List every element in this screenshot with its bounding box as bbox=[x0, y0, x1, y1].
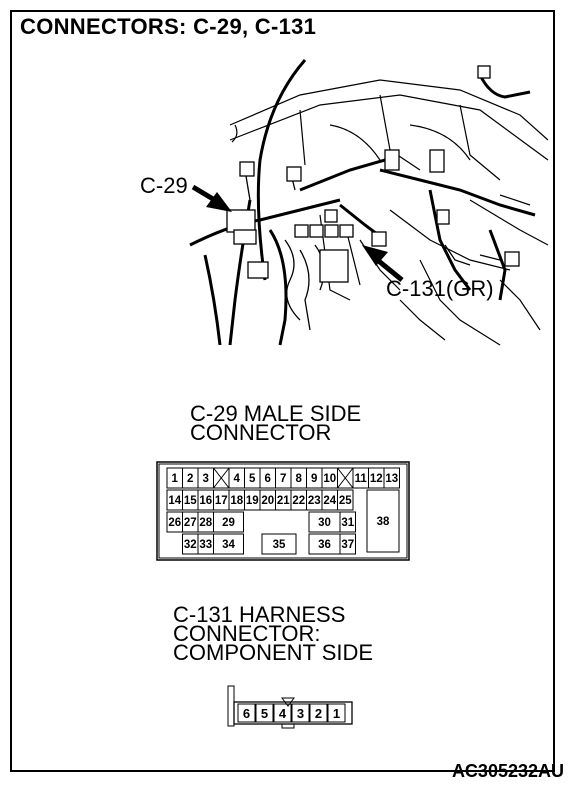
c29-pin-cell bbox=[261, 533, 297, 555]
c131-pin-cell bbox=[273, 703, 292, 723]
c29-pin-label: 7 bbox=[280, 473, 286, 485]
reference-code: AC305232AU bbox=[451, 761, 564, 781]
c29-pin-label: 29 bbox=[222, 517, 235, 529]
c29-pin-label: 31 bbox=[341, 517, 354, 529]
c29-pin-label: 4 bbox=[234, 473, 241, 485]
c29-pin-label: 10 bbox=[323, 473, 336, 485]
c131-pin-cell bbox=[291, 703, 310, 723]
c29-pin-label: 37 bbox=[341, 539, 354, 551]
c29-pin-label: 12 bbox=[370, 473, 383, 485]
c29-pin-cell bbox=[366, 489, 400, 553]
c131-pin-cell bbox=[237, 703, 256, 723]
callout-arrow-c131 bbox=[362, 245, 404, 282]
c131-pin-label: 2 bbox=[315, 706, 322, 721]
c29-blank-cross bbox=[337, 467, 354, 489]
c29-pin-label: 24 bbox=[323, 495, 336, 507]
c29-pin-label: 23 bbox=[308, 495, 321, 507]
c29-pin-label: 17 bbox=[215, 495, 228, 507]
c131-pin-label: 1 bbox=[333, 706, 340, 721]
c131-pin-label: 5 bbox=[261, 706, 268, 721]
connector-housings bbox=[226, 65, 520, 283]
c29-pin-label: 8 bbox=[296, 473, 303, 485]
c29-caption-line1: C-29 MALE SIDE bbox=[190, 401, 362, 426]
c131-pin-label: 3 bbox=[297, 706, 304, 721]
c29-pin-label: 6 bbox=[265, 473, 271, 485]
c29-pin-label: 14 bbox=[168, 495, 181, 507]
c29-pin-label: 5 bbox=[249, 473, 256, 485]
c29-pin-label: 28 bbox=[199, 517, 212, 529]
c29-pin-label: 11 bbox=[355, 473, 368, 485]
c131-pin-cell bbox=[309, 703, 328, 723]
c29-pin-label: 16 bbox=[199, 495, 212, 507]
c29-pin-cell bbox=[383, 467, 400, 489]
c29-pin-label: 25 bbox=[339, 495, 352, 507]
diagram-frame: CONNECTORS: C-29, C-131 bbox=[10, 10, 555, 772]
c131-caption-line2: CONNECTOR: bbox=[173, 621, 321, 646]
c29-pin-cell bbox=[339, 511, 356, 533]
c131-caption-line3: COMPONENT SIDE bbox=[173, 640, 374, 665]
page-title: CONNECTORS: C-29, C-131 bbox=[20, 14, 317, 39]
c131-pin-cell bbox=[255, 703, 274, 723]
c29-pin-label: 2 bbox=[187, 473, 193, 485]
c29-pin-label: 19 bbox=[246, 495, 259, 507]
c29-caption-line2: CONNECTOR bbox=[190, 420, 332, 445]
c29-pin-label: 9 bbox=[311, 473, 317, 485]
c131-pin-label: 4 bbox=[279, 706, 287, 721]
callout-arrow-c29 bbox=[191, 184, 232, 212]
c29-pin-label: 36 bbox=[318, 539, 331, 551]
c29-pin-label: 20 bbox=[261, 495, 274, 507]
c29-pin-label: 15 bbox=[184, 495, 197, 507]
c29-pin-label: 21 bbox=[277, 495, 290, 507]
c29-pin-cell bbox=[213, 511, 244, 533]
c29-pin-label: 27 bbox=[184, 517, 197, 529]
c29-pin-label: 33 bbox=[199, 539, 212, 551]
c131-pin-label: 6 bbox=[243, 706, 250, 721]
c131-pin-cell bbox=[327, 703, 346, 723]
wire-bundles bbox=[189, 59, 536, 346]
c29-caption: C-29 MALE SIDE CONNECTOR bbox=[190, 401, 362, 445]
dashboard-outline bbox=[229, 79, 549, 346]
c29-pin-label: 18 bbox=[230, 495, 243, 507]
c29-pin-cell bbox=[339, 533, 356, 555]
c29-pin-cell bbox=[337, 489, 354, 511]
c29-pin-label: 30 bbox=[318, 517, 331, 529]
callout-label-c131: C-131(GR) bbox=[386, 276, 494, 301]
c29-pin-label: 38 bbox=[377, 516, 390, 528]
c29-blank-cross bbox=[213, 467, 230, 489]
c29-pin-label: 1 bbox=[172, 473, 179, 485]
c29-pin-cell bbox=[213, 533, 244, 555]
c29-pin-label: 13 bbox=[385, 473, 398, 485]
c29-pin-label: 26 bbox=[168, 517, 181, 529]
c131-caption-line1: C-131 HARNESS bbox=[173, 602, 346, 627]
c29-pin-label: 3 bbox=[203, 473, 209, 485]
c131-caption: C-131 HARNESS CONNECTOR: COMPONENT SIDE bbox=[173, 602, 374, 665]
c29-pin-label: 32 bbox=[184, 539, 197, 551]
c29-pin-label: 34 bbox=[222, 539, 235, 551]
callout-label-c29: C-29 bbox=[140, 173, 188, 198]
c29-pin-label: 35 bbox=[273, 539, 286, 551]
c29-pin-label: 22 bbox=[292, 495, 305, 507]
